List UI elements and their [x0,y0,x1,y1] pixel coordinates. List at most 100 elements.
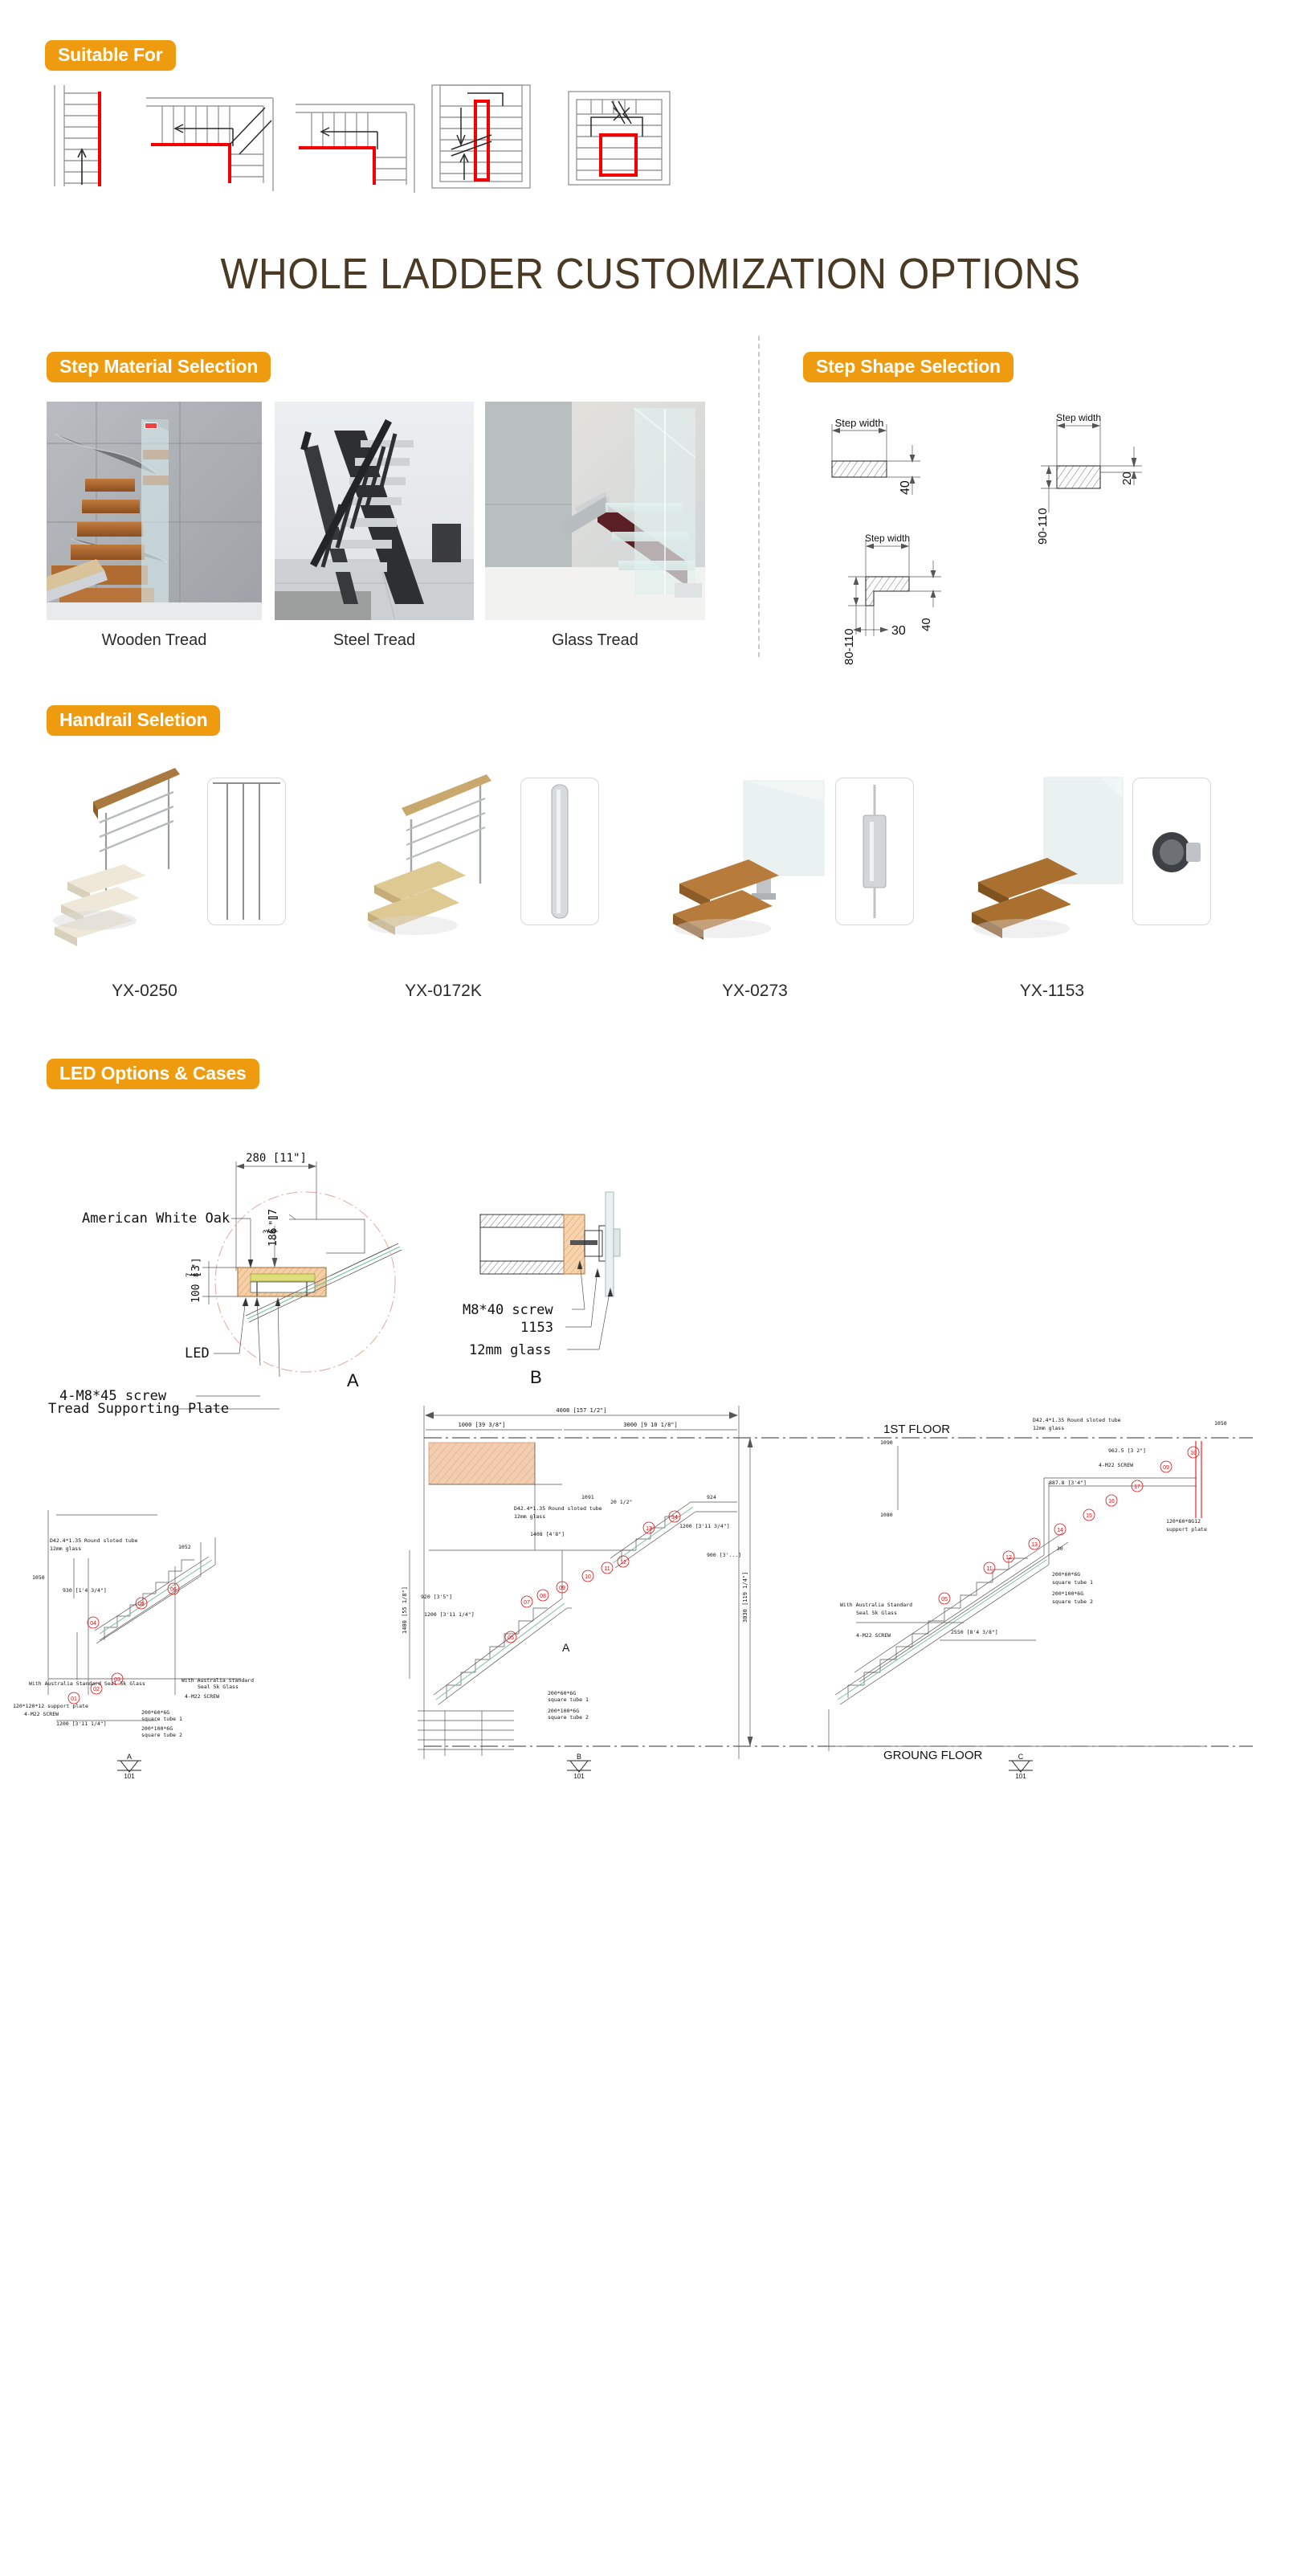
svg-text:Tread Supporting Plate: Tread Supporting Plate [48,1401,229,1417]
section-header-led: LED Options & Cases [47,1059,259,1089]
handrail-thumb-yx-1153 [1132,778,1211,925]
svg-text:40: 40 [920,618,933,631]
svg-text:200*100*6G: 200*100*6G [1052,1590,1083,1597]
svg-text:With Australia Standard: With Australia Standard [840,1602,912,1608]
view-tag-a: A 101 [117,1753,141,1780]
svg-text:30: 30 [1057,1545,1063,1552]
svg-text:1080: 1080 [880,1512,893,1518]
section-header-handrail: Handrail Seletion [47,705,221,736]
svg-text:support plate: support plate [1166,1526,1207,1533]
svg-text:1000 [39 3/8"]: 1000 [39 3/8"] [458,1422,505,1428]
svg-text:A: A [347,1370,359,1390]
svg-text:887.8 [3'4"]: 887.8 [3'4"] [1049,1480,1087,1486]
svg-text:4-M22 SCREW: 4-M22 SCREW [24,1711,59,1717]
svg-text:12mm glass: 12mm glass [469,1342,551,1358]
badge-handrail-selection: Handrail Seletion [47,705,221,736]
svg-text:LED: LED [185,1345,210,1361]
svg-text:"]: "] [267,1215,279,1226]
badge-step-material-selection: Step Material Selection [47,352,271,382]
svg-text:20: 20 [1120,472,1134,485]
svg-text:15: 15 [1086,1513,1092,1519]
svg-text:A: A [127,1753,132,1761]
svg-text:D42.4*1.35 Round sloted tube: D42.4*1.35 Round sloted tube [514,1505,602,1512]
svg-text:30: 30 [891,624,906,638]
page-title: WHOLE LADDER CUSTOMIZATION OPTIONS [220,250,1081,298]
svg-text:1090: 1090 [880,1439,893,1446]
svg-text:11: 11 [986,1566,992,1572]
svg-text:200*60*6G: 200*60*6G [1052,1571,1080,1578]
svg-text:With Australia Standard Seal 5: With Australia Standard Seal 5k Glass [29,1680,145,1687]
svg-text:06: 06 [170,1587,177,1593]
svg-text:1200 [3'11 1/4"]: 1200 [3'11 1/4"] [56,1721,107,1727]
handrail-label-yx-0250: YX-0250 [112,982,177,1000]
svg-text:14: 14 [671,1515,678,1521]
section-header-suitable-for: Suitable For [45,40,176,71]
photo-wooden-tread [47,402,262,620]
svg-text:1050: 1050 [32,1574,45,1581]
svg-text:square tube 2: square tube 2 [1052,1598,1093,1605]
svg-text:Seal 5k Glass: Seal 5k Glass [856,1610,897,1616]
section-header-step-material: Step Material Selection [47,352,271,382]
svg-text:Seal 5k Glass: Seal 5k Glass [198,1684,239,1690]
handrail-label-yx-0172k: YX-0172K [405,982,482,1000]
svg-text:C: C [1018,1753,1024,1761]
svg-text:40: 40 [899,480,912,495]
svg-text:M8*40 screw: M8*40 screw [463,1302,553,1318]
plan-l-shape-stair [296,104,415,193]
svg-text:101: 101 [124,1773,135,1780]
svg-text:1050: 1050 [1214,1420,1227,1427]
svg-text:D42.4*1.35 Round sloted tube: D42.4*1.35 Round sloted tube [1033,1417,1121,1423]
svg-text:09: 09 [1163,1465,1169,1471]
svg-text:962.5 [3 2"]: 962.5 [3 2"] [1108,1447,1146,1454]
svg-text:square tube 1: square tube 1 [141,1716,182,1722]
handrail-render-yx-0273 [673,780,825,940]
svg-text:Step width: Step width [865,533,910,544]
view-tag-c: C 101 [1009,1753,1033,1780]
detail-b-glass-clamp-section: M8*40 screw 1153 12mm glass B [463,1191,621,1387]
label-ground-floor: GROUNG FLOOR [883,1749,983,1762]
svg-text:4-M8*45 screw: 4-M8*45 screw [59,1388,167,1404]
svg-text:B: B [530,1367,542,1387]
svg-text:900 [3'...]: 900 [3'...] [707,1552,741,1558]
cad-assembly-drawing: 1ST FLOOR GROUNG FLOOR [13,1406,1253,1780]
handrail-card-yx-0273 [667,763,914,948]
svg-text:05: 05 [508,1635,514,1641]
svg-text:10: 10 [585,1574,591,1580]
svg-text:200*100*6G: 200*100*6G [548,1708,579,1714]
svg-text:12mm glass: 12mm glass [50,1545,81,1552]
svg-text:2550 [8'4 3/8"]: 2550 [8'4 3/8"] [951,1629,998,1635]
tread-label-glass: Glass Tread [552,631,638,649]
handrail-card-yx-1153 [964,763,1211,948]
label-1st-floor: 1ST FLOOR [883,1423,950,1436]
handrail-thumb-yx-0250 [207,778,286,925]
svg-text:200*60*6G: 200*60*6G [141,1709,169,1716]
svg-text:16: 16 [1108,1499,1115,1504]
svg-text:14: 14 [1057,1528,1063,1533]
tread-label-wooden: Wooden Tread [101,631,207,649]
handrail-render-yx-0172k [368,774,491,935]
badge-step-shape-selection: Step Shape Selection [803,352,1013,382]
svg-text:square tube 2: square tube 2 [141,1732,182,1738]
svg-text:square tube 2: square tube 2 [548,1714,589,1721]
svg-text:03: 03 [114,1677,120,1683]
view-tag-b: B 101 [567,1753,591,1780]
svg-text:A: A [562,1641,570,1654]
svg-text:1052: 1052 [178,1544,191,1550]
svg-text:Step width: Step width [1056,412,1101,423]
photo-steel-tread [275,402,474,620]
svg-text:08: 08 [540,1594,546,1599]
handrail-render-yx-0250 [53,768,180,946]
svg-text:10: 10 [1190,1451,1197,1456]
svg-text:101: 101 [1015,1773,1026,1780]
handrail-label-yx-1153: YX-1153 [1019,982,1085,1000]
svg-text:186 [7: 186 [7 [267,1209,279,1247]
led-cad-drawings: 280 [11"] 186 [7 3 8 "] [0,1125,1301,1815]
svg-text:1091: 1091 [581,1494,594,1500]
handrail-thumb-yx-0273 [835,778,914,925]
svg-text:4-M22 SCREW: 4-M22 SCREW [856,1632,891,1639]
svg-text:square tube 1: square tube 1 [548,1696,589,1703]
svg-text:square tube 1: square tube 1 [1052,1579,1093,1586]
handrail-render-yx-1153 [972,777,1124,938]
badge-suitable-for: Suitable For [45,40,176,71]
